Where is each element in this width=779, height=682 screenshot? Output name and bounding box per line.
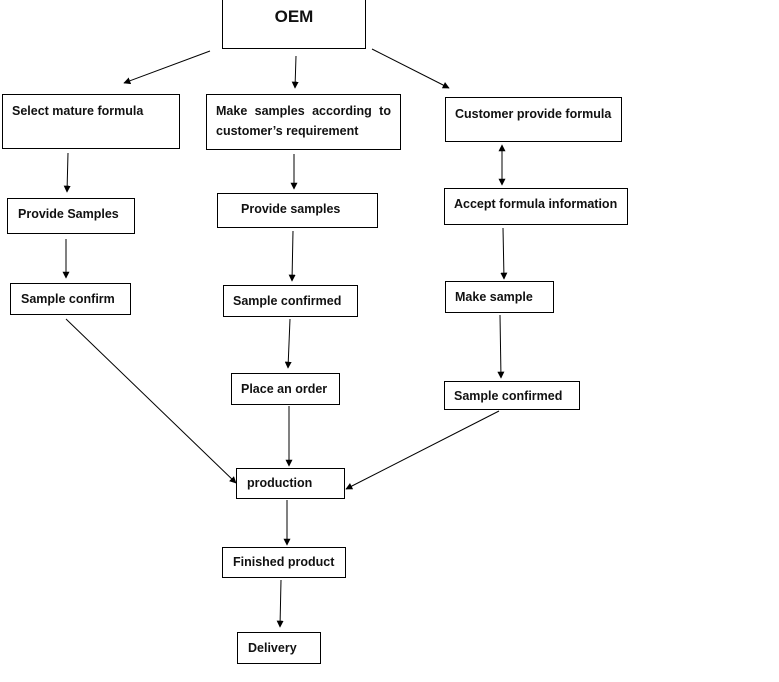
node-accept-formula-information-label: Accept formula information [454,197,618,211]
node-accept-formula-information: Accept formula information [444,188,628,225]
node-sample-confirmed-right: Sample confirmed [444,381,580,410]
arrow-left-3-production [65,318,237,484]
node-customer-provide-formula: Customer provide formula [445,97,622,142]
node-make-sample: Make sample [445,281,554,313]
arrow-right-3-4 [497,314,505,379]
node-sample-confirmed-middle-label: Sample confirmed [233,294,342,308]
node-oem: OEM [222,0,366,49]
node-sample-confirmed-middle: Sample confirmed [223,285,358,317]
node-make-samples-label: Make samples according to customer’s req… [216,104,391,138]
node-sample-confirm-left-label: Sample confirm [21,292,115,306]
node-sample-confirm-left: Sample confirm [10,283,131,315]
arrow-mid-3-4 [284,318,292,369]
arrow-oem-to-middle [291,55,299,89]
node-select-mature-formula: Select mature formula [2,94,180,149]
node-sample-confirmed-right-label: Sample confirmed [454,389,563,403]
node-make-sample-label: Make sample [455,290,533,304]
node-make-samples: Make samples according to customer’s req… [206,94,401,150]
node-finished-product: Finished product [222,547,346,578]
node-place-an-order: Place an order [231,373,340,405]
node-customer-provide-formula-label: Customer provide formula [455,107,612,121]
arrow-left-1-2 [63,152,71,193]
arrow-right-4-production [345,410,500,490]
arrow-mid-2-3 [288,230,296,282]
node-oem-label: OEM [274,7,314,26]
node-provide-samples-left: Provide Samples [7,198,135,234]
node-delivery: Delivery [237,632,321,664]
arrow-right-2-3 [500,227,508,280]
node-provide-samples-left-label: Provide Samples [18,207,119,221]
node-production: production [236,468,345,499]
node-place-an-order-label: Place an order [241,382,328,396]
node-select-mature-formula-label: Select mature formula [12,104,144,118]
node-delivery-label: Delivery [248,641,297,655]
node-provide-samples-middle-label: Provide samples [241,202,341,216]
node-production-label: production [247,476,313,490]
arrow-oem-to-right [371,48,450,89]
arrow-oem-to-left [123,50,211,85]
arrow-finished-delivery [276,579,284,628]
node-provide-samples-middle: Provide samples [217,193,378,228]
node-finished-product-label: Finished product [233,555,335,569]
